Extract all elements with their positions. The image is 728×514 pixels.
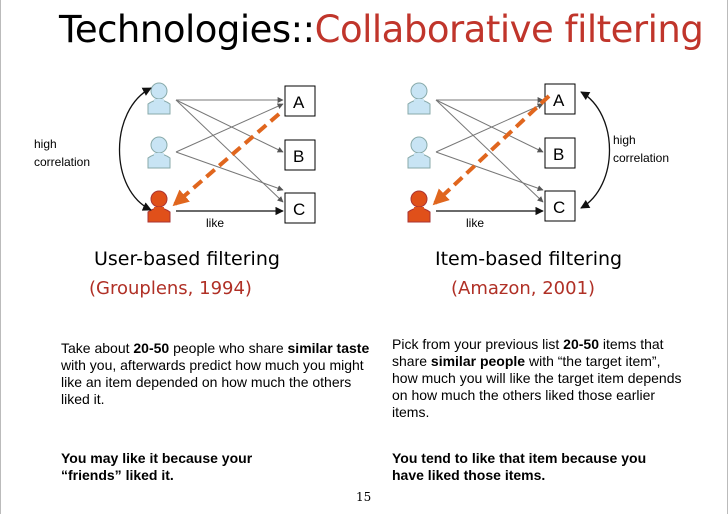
text-run: people who share xyxy=(169,340,288,356)
left-prediction-arrow xyxy=(172,112,281,207)
right-diagram: like A B C high correlation xyxy=(407,82,669,230)
right-correlation-arc xyxy=(580,91,610,209)
right-prediction-arrow xyxy=(432,94,551,206)
right-heading: Item-based filtering xyxy=(435,248,623,270)
left-item-c-label: C xyxy=(293,200,305,219)
right-item-c: C xyxy=(544,190,576,222)
text-run-bold: similar people xyxy=(430,353,526,369)
right-item-c-label: C xyxy=(553,198,565,217)
left-item-a-label: A xyxy=(293,93,305,112)
left-diagram: high correlation like A B C xyxy=(34,82,316,230)
left-item-c: C xyxy=(284,192,316,224)
left-person-2 xyxy=(147,136,171,169)
page-number: 15 xyxy=(356,490,372,504)
title-accent: Collaborative filtering xyxy=(314,8,704,51)
right-subheading: (Amazon, 2001) xyxy=(451,278,596,299)
right-corr-label-2: correlation xyxy=(613,151,669,165)
left-like-label: like xyxy=(206,216,224,230)
right-item-b: B xyxy=(544,137,576,169)
left-item-b-label: B xyxy=(293,147,304,166)
right-item-a-label: A xyxy=(553,91,565,110)
right-person-2 xyxy=(407,136,431,169)
text-run: with “the target item”, how much you wil… xyxy=(392,353,682,420)
text-run-bold: 20-50 xyxy=(133,340,170,356)
left-paragraph-2: You may like it because your “friends” l… xyxy=(61,450,253,483)
title-prefix: Technologies:: xyxy=(59,8,315,51)
left-subheading: (Grouplens, 1994) xyxy=(89,278,252,299)
text-run-bold: 20-50 xyxy=(563,336,599,352)
left-item-a: A xyxy=(284,85,316,117)
text-run: items that share xyxy=(392,336,664,369)
right-person-1 xyxy=(407,82,431,115)
left-item-b: B xyxy=(284,139,316,171)
left-corr-label-2: correlation xyxy=(34,155,90,169)
diagrams: high correlation like A B C xyxy=(34,82,669,230)
left-corr-label-1: high xyxy=(34,137,57,151)
right-like-label: like xyxy=(466,216,484,230)
left-paragraph-1: Take about 20-50 people who share simila… xyxy=(61,340,371,408)
right-item-b-label: B xyxy=(553,145,564,164)
right-person-target xyxy=(407,190,431,223)
right-corr-label-1: high xyxy=(613,133,636,147)
text-run: Pick from your previous list xyxy=(392,336,564,352)
right-paragraph-2: You tend to like that item because you h… xyxy=(392,450,647,483)
left-heading: User-based filtering xyxy=(94,248,280,270)
text-run: with you, afterwards predict how much yo… xyxy=(61,357,364,407)
right-paragraph-1: Pick from your previous list 20-50 items… xyxy=(392,336,684,421)
right-item-a: A xyxy=(544,83,576,115)
left-person-target xyxy=(147,190,171,223)
text-run-bold: similar taste xyxy=(287,340,370,356)
slide-title: Technologies::Collaborative filtering xyxy=(59,8,704,51)
text-run: Take about xyxy=(61,340,134,356)
left-person-1 xyxy=(147,82,171,115)
left-correlation-arc xyxy=(118,87,152,211)
